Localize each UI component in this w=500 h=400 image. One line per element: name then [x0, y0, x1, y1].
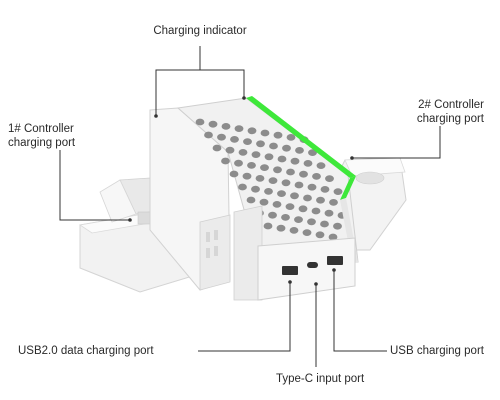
vent-hole	[325, 175, 334, 183]
controller2-port-label: 2# Controller charging port	[392, 98, 484, 126]
port-hub	[233, 205, 356, 301]
usb-charging-port-label: USB charging port	[390, 345, 484, 357]
callout-lines	[59, 46, 441, 367]
vent-hole	[290, 157, 300, 165]
vent-hole	[315, 231, 325, 239]
vent-hole	[234, 159, 243, 167]
vent-hole	[268, 177, 278, 185]
vent-hole	[260, 129, 270, 137]
vent-hole	[294, 216, 303, 224]
vent-hole	[316, 196, 325, 204]
vent-hole	[247, 162, 256, 169]
vent-hole	[259, 198, 269, 206]
vent-hole	[269, 142, 278, 150]
controller1-label-line2: charging port	[8, 137, 76, 149]
vent-hole	[303, 160, 313, 167]
vent-hole	[242, 172, 252, 180]
vent-hole	[311, 207, 321, 215]
vent-hole	[286, 168, 295, 176]
vent-hole	[255, 175, 265, 182]
vent-hole	[312, 173, 321, 180]
vent-hole	[247, 127, 257, 135]
vent-hole	[221, 123, 231, 130]
vent-hole	[273, 166, 282, 174]
vent-hole	[234, 125, 244, 132]
vent-hole	[277, 155, 287, 163]
vent-hole	[298, 205, 308, 213]
vent-hole	[328, 233, 338, 241]
vent-hole	[320, 220, 329, 228]
vent-hole	[290, 192, 299, 200]
vent-hole	[307, 183, 317, 191]
vent-hole	[264, 188, 273, 195]
vent-hole	[238, 149, 248, 156]
vent-hole	[295, 147, 304, 154]
vent-hole	[238, 183, 247, 191]
controller2-label-line1: 2# Controller	[418, 99, 484, 111]
vent-hole	[333, 188, 343, 196]
vent-hole	[277, 190, 286, 198]
vent-hole	[329, 199, 338, 206]
vent-hole	[246, 196, 256, 204]
vent-hole	[303, 194, 312, 202]
vent-hole	[285, 203, 295, 211]
vent-hole	[251, 151, 261, 159]
vent-hole	[243, 138, 252, 146]
vent-hole	[316, 162, 326, 170]
vent-hole	[276, 224, 286, 232]
vent-hole	[272, 201, 282, 208]
controller1-port-label: 1# Controller charging port	[8, 122, 75, 150]
callout-dots	[128, 96, 354, 286]
vent-hole	[229, 170, 239, 178]
charging-indicator-label: Charging indicator	[153, 25, 247, 37]
controller2-label-line2: charging port	[416, 113, 484, 125]
charging-indicator-strip	[246, 96, 356, 178]
vent-hole	[333, 222, 342, 230]
vent-hole	[286, 134, 296, 141]
vent-hole	[299, 170, 308, 178]
usb2-data-port-label: USB2.0 data charging port	[18, 345, 154, 357]
vent-hole	[208, 120, 218, 128]
controller1-label-line1: 1# Controller	[8, 123, 74, 135]
vent-hole	[195, 118, 205, 126]
vent-hole	[256, 140, 265, 148]
vent-hole	[251, 185, 260, 193]
vent-hole	[204, 131, 213, 139]
vent-hole	[264, 153, 274, 161]
usb-charging-port	[327, 256, 343, 265]
vent-hole	[230, 136, 239, 143]
vent-hole	[302, 229, 312, 237]
vent-hole	[212, 144, 222, 152]
vent-hole	[221, 157, 230, 165]
vent-hole	[320, 186, 330, 193]
vent-hole	[268, 211, 277, 219]
typec-input-port-label: Type-C input port	[276, 373, 365, 385]
vent-hole	[294, 181, 304, 189]
vent-hole	[273, 131, 283, 139]
vent-hole	[281, 214, 290, 221]
vent-hole	[260, 164, 269, 172]
vent-hole	[217, 133, 226, 141]
vent-hole	[324, 209, 334, 217]
left-support	[149, 107, 231, 291]
usb2-data-port	[282, 266, 298, 275]
vent-hole	[307, 218, 316, 226]
vented-platform	[176, 96, 359, 263]
vent-hole	[281, 179, 291, 187]
vent-hole	[282, 144, 291, 152]
vent-hole	[225, 146, 235, 154]
vent-hole	[289, 227, 299, 234]
vent-hole	[308, 149, 317, 157]
vent-hole	[263, 222, 273, 230]
typec-port	[307, 262, 318, 268]
